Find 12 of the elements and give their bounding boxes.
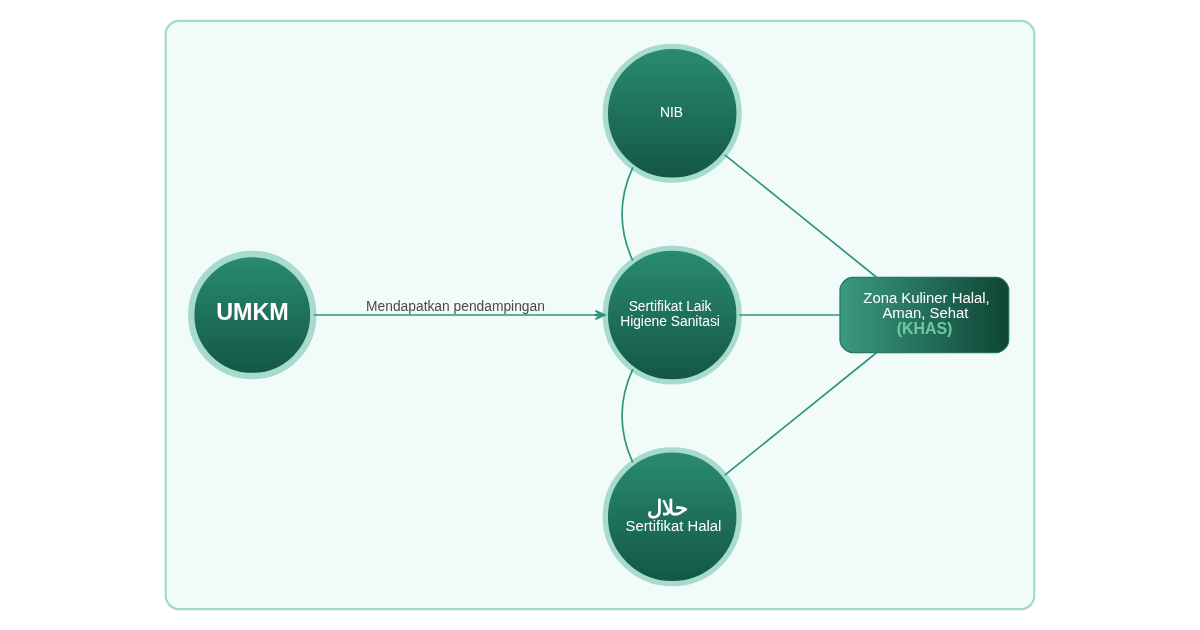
node-box: Zona Kuliner Halal, Aman, Sehat (KHAS) xyxy=(839,276,1010,354)
node-circle: UMKM xyxy=(188,250,317,380)
edge-label: Mendapatkan pendampingan xyxy=(366,299,545,315)
arrow xyxy=(312,309,606,321)
connector xyxy=(621,368,634,464)
connector xyxy=(723,153,878,279)
connector xyxy=(723,351,878,477)
connector xyxy=(621,166,634,262)
node-circle: Sertifikat Laik Higiene Sanitasi xyxy=(602,245,742,385)
connector xyxy=(738,314,841,316)
cluster xyxy=(164,19,1036,611)
node-circle: NIB xyxy=(602,43,742,183)
